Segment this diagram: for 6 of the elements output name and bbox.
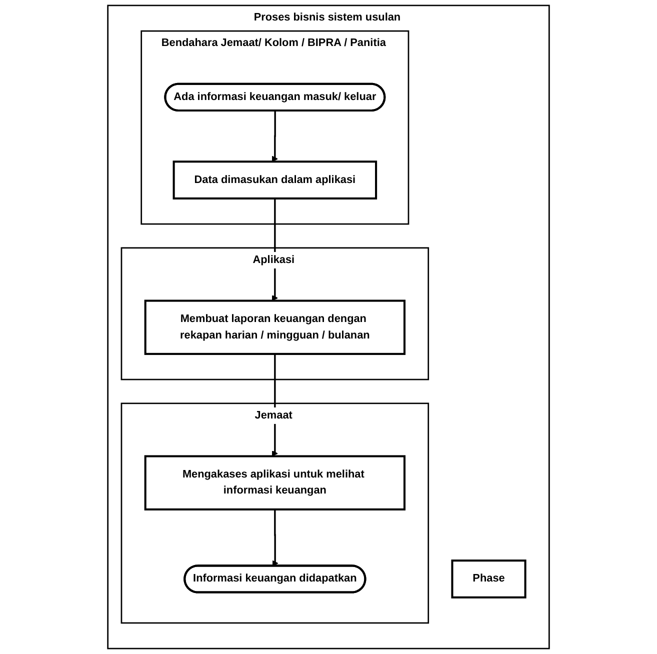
- node-box: Membuat laporan keuangan dengan rekapan harian / mingguan / bulanan: [144, 300, 406, 355]
- arrow: [272, 110, 278, 162]
- node-box: Phase: [451, 560, 526, 598]
- arrow: [272, 508, 278, 566]
- node-box: Mengakases aplikasi untuk melihat informasi keuangan: [144, 455, 406, 510]
- node-box: Data dimasukan dalam aplikasi: [172, 160, 378, 200]
